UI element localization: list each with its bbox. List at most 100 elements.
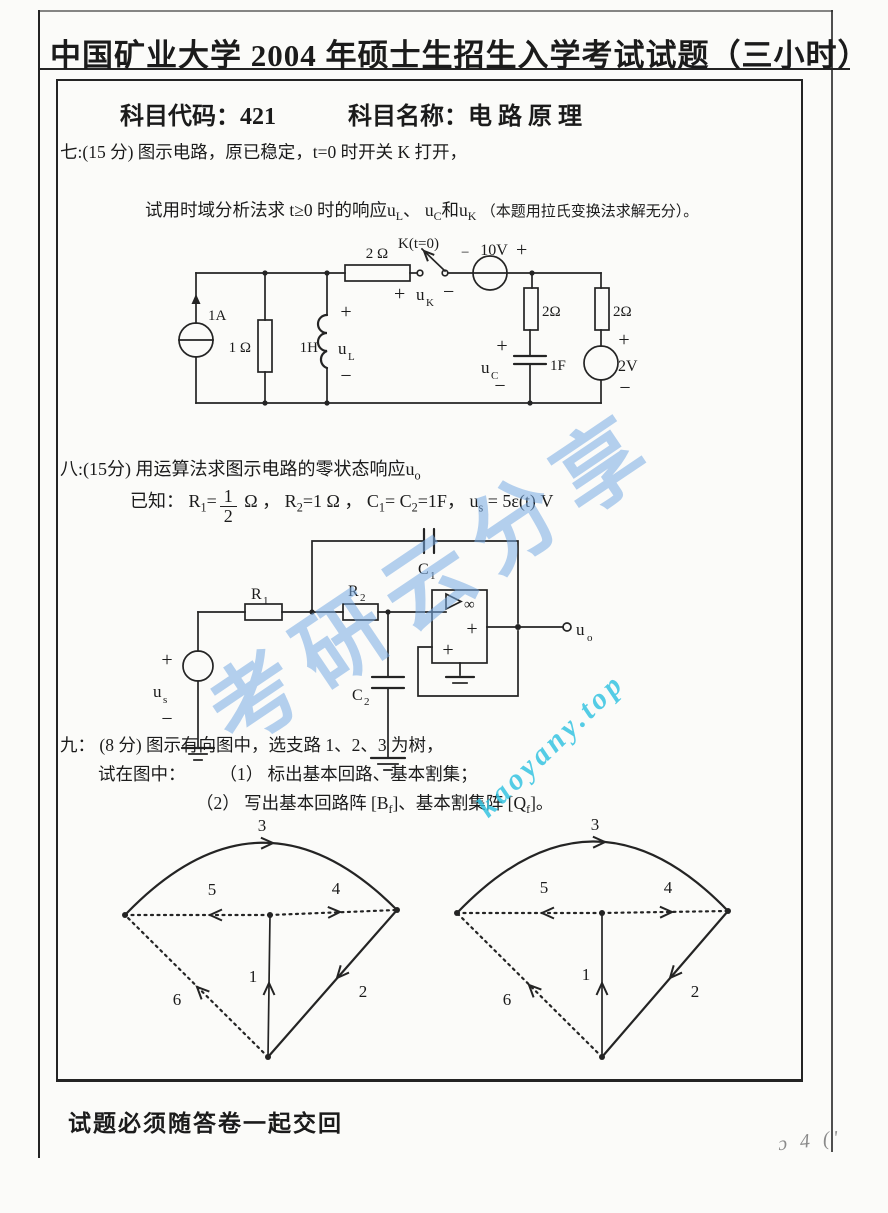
voltage-source-us bbox=[182, 650, 214, 682]
graph-node bbox=[599, 910, 605, 916]
label-C1: C bbox=[418, 561, 429, 578]
branch-label-2: 2 bbox=[359, 982, 368, 1001]
uK-u: u bbox=[416, 285, 425, 304]
uL-u: u bbox=[338, 339, 347, 358]
node-dot bbox=[529, 270, 535, 276]
q9-line3: （2） 写出基本回路阵 [Bf]、基本割集阵 [Qf]。 bbox=[196, 790, 553, 817]
capacitor-1F bbox=[512, 354, 548, 366]
q8-r1-sub: 1 bbox=[200, 500, 207, 515]
graph-node bbox=[599, 1054, 605, 1060]
label-1ohm: 1 Ω bbox=[229, 340, 251, 356]
arrow-branch3-icon bbox=[260, 836, 276, 850]
q7-line2-sub0: L bbox=[395, 209, 403, 224]
frac-num: 1 bbox=[219, 487, 237, 508]
capacitor-C1 bbox=[422, 527, 436, 555]
us-u: u bbox=[153, 682, 162, 701]
q7-line2-seg1: 、 u bbox=[402, 200, 434, 220]
q8-c2-sub: 2 bbox=[411, 500, 418, 515]
label-R2: R bbox=[348, 583, 359, 600]
branch-label-5: 5 bbox=[208, 880, 217, 899]
node-dot bbox=[385, 609, 391, 615]
node-dot bbox=[324, 270, 330, 276]
ground-us-icon bbox=[180, 746, 216, 761]
directed-graph-right: 3 5 4 1 2 6 bbox=[454, 815, 731, 1060]
uL-minus: − bbox=[340, 365, 351, 387]
uK-plus: + bbox=[394, 283, 405, 305]
q7-line2-note: （本题用拉氏变换法求解无分）。 bbox=[480, 204, 699, 220]
us-minus: − bbox=[161, 708, 172, 730]
label-2V: 2V bbox=[618, 358, 638, 375]
uo-u: u bbox=[576, 620, 585, 639]
q8-seg4: = C bbox=[384, 491, 412, 511]
arrow-branch3-icon bbox=[592, 835, 608, 849]
node-dot bbox=[527, 400, 533, 406]
voltage-source-2V bbox=[583, 345, 619, 381]
q8-c1-sub: 1 bbox=[378, 500, 385, 515]
q9-line2-prefix: 试在图中： bbox=[98, 764, 186, 784]
resistor-2ohm-mid bbox=[523, 287, 539, 331]
q7-line1: 七:(15 分) 图示电路，原已稳定，t=0 时开关 K 打开， bbox=[60, 142, 468, 162]
branch-label-6: 6 bbox=[173, 990, 182, 1009]
arrow-branch4-icon bbox=[327, 905, 343, 919]
uL-plus: + bbox=[340, 301, 351, 323]
label-1A: 1A bbox=[208, 308, 227, 324]
outer-top-border bbox=[38, 10, 833, 12]
inner-box-bottom-border bbox=[56, 1079, 802, 1082]
branch-label-4: 4 bbox=[664, 878, 673, 897]
label-R2-sub: 2 bbox=[360, 592, 366, 604]
graph-node bbox=[267, 912, 273, 918]
branch-label-1: 1 bbox=[582, 965, 591, 984]
uC-u: u bbox=[481, 358, 490, 377]
page-title: 中国矿业大学 2004 年硕士生招生入学考试试题（三小时） bbox=[50, 38, 870, 73]
node-dot bbox=[262, 270, 268, 276]
switch-minus: − bbox=[461, 245, 469, 261]
q8-eq: = bbox=[206, 491, 217, 511]
q8-line1-sub: o bbox=[414, 468, 421, 483]
voltage-source-10V bbox=[472, 255, 508, 291]
uK-minus: − bbox=[443, 281, 454, 303]
label-R1: R bbox=[251, 586, 262, 603]
q8-line1: 八:(15分) 用运算法求图示电路的零状态响应uo bbox=[60, 455, 421, 483]
q9-item2-seg1: ]、基本割集阵 [Q bbox=[392, 793, 527, 813]
subject-code: 科目代码：421 bbox=[120, 104, 276, 130]
label-C2-sub: 2 bbox=[364, 696, 370, 708]
us-sub: s bbox=[163, 694, 167, 706]
q7-line2-seg0: 试用时域分析法求 t≥0 时的响应u bbox=[145, 200, 396, 220]
uC-plus: + bbox=[496, 335, 507, 357]
circuit8-wires bbox=[197, 540, 564, 758]
arrow-branch6-icon bbox=[195, 985, 210, 1000]
branch-label-6: 6 bbox=[503, 990, 512, 1009]
q8-given-intro: 已知： R bbox=[130, 491, 201, 511]
q8-seg2: Ω ， R bbox=[239, 491, 297, 511]
q7-line2-seg2: 和u bbox=[441, 200, 468, 220]
q8-seg6: = 5ε(t) V bbox=[483, 491, 554, 511]
q7-line2-sub1: C bbox=[433, 209, 442, 224]
arrow-branch4-icon bbox=[659, 905, 675, 919]
resistor-R2 bbox=[342, 603, 379, 621]
uL-sub: L bbox=[348, 351, 355, 363]
label-switch: K(t=0) bbox=[398, 236, 439, 252]
outer-left-border bbox=[38, 10, 40, 1158]
frac-den: 2 bbox=[223, 506, 233, 527]
opamp-output-plus: + bbox=[466, 618, 477, 640]
resistor-2ohm-top bbox=[344, 264, 411, 282]
label-2ohm-mid: 2Ω bbox=[542, 304, 561, 320]
arrow-branch5-icon bbox=[539, 906, 555, 920]
q9-item2-seg0: （2） 写出基本回路阵 [B bbox=[196, 793, 389, 813]
branch-label-2: 2 bbox=[691, 982, 700, 1001]
q7-line2-sub2: K bbox=[467, 209, 477, 224]
resistor-1ohm bbox=[257, 319, 273, 373]
node-dot bbox=[515, 624, 521, 630]
branch-label-3: 3 bbox=[591, 815, 600, 834]
uC-minus: − bbox=[494, 375, 505, 397]
q9-item1: （1） 标出基本回路、基本割集； bbox=[219, 764, 478, 784]
graph-node bbox=[122, 912, 128, 918]
branch-label-3: 3 bbox=[258, 816, 267, 835]
ground-C2-icon bbox=[369, 756, 407, 771]
label-1F: 1F bbox=[550, 358, 566, 374]
graph-node bbox=[454, 910, 460, 916]
